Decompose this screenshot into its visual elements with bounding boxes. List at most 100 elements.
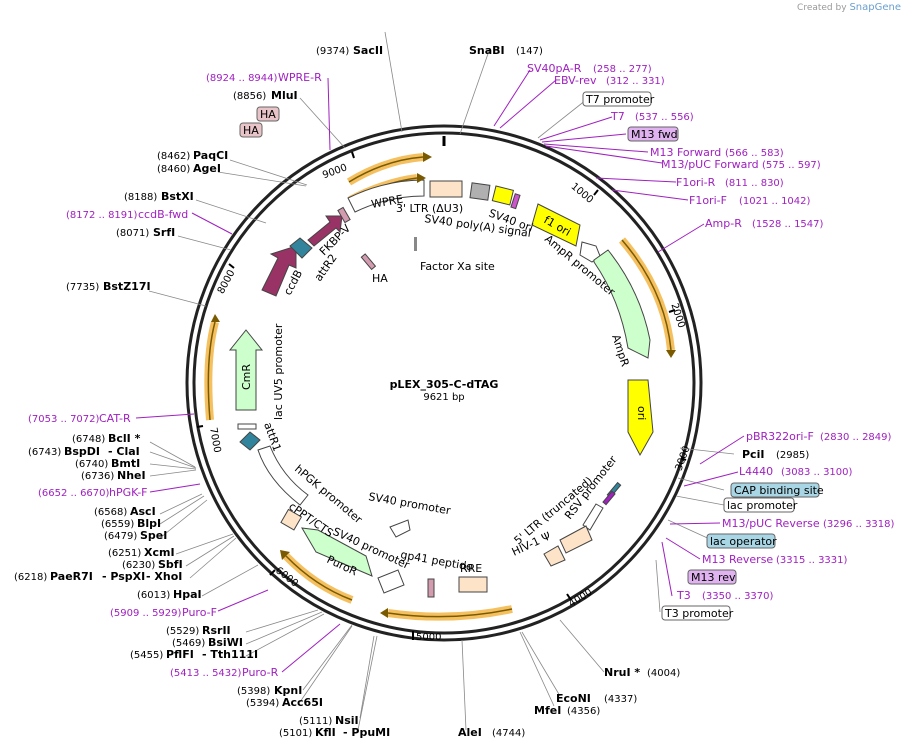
primer-m13puc-forward[interactable]: M13/pUC Forward: [661, 158, 759, 171]
box-lac-promoter[interactable]: lac promoter: [727, 499, 798, 512]
site-bstxi[interactable]: BstXI: [161, 190, 194, 203]
site-econi[interactable]: EcoNI: [556, 692, 591, 705]
primer-puro-f[interactable]: Puro-F: [182, 606, 217, 619]
f1ori-feature[interactable]: [531, 203, 581, 247]
site-bmti[interactable]: BmtI: [111, 457, 140, 470]
site-tth111i[interactable]: - Tth111I: [202, 648, 258, 661]
primer-m13-reverse[interactable]: M13 Reverse: [702, 553, 773, 566]
primer-ccdb-fwd[interactable]: ccdB-fwd: [138, 208, 188, 221]
rre-feature[interactable]: [458, 576, 488, 593]
site-mfei[interactable]: MfeI: [534, 704, 561, 717]
label-sv40-promoter-1: SV40 promoter: [367, 490, 452, 517]
site-nhei[interactable]: NheI: [117, 469, 146, 482]
site-kpni[interactable]: KpnI: [274, 684, 302, 697]
site-blpi[interactable]: BlpI: [137, 517, 161, 530]
site-paer7i[interactable]: PaeR7I: [50, 570, 93, 583]
primer-pbr322ori-f[interactable]: pBR322ori-F: [746, 430, 814, 443]
primer-m13-forward[interactable]: M13 Forward: [650, 146, 721, 159]
site-ppumi[interactable]: - PpuMI: [343, 726, 390, 739]
site-pos: (5101): [279, 728, 312, 739]
ltr3-feature[interactable]: [429, 180, 463, 198]
ltr5-feature[interactable]: [559, 525, 593, 554]
hiv-psi-feature[interactable]: [543, 545, 566, 567]
site-bspdi[interactable]: BspDI: [64, 445, 100, 458]
box-ha-1[interactable]: HA: [260, 108, 276, 121]
site-rsrii[interactable]: RsrII: [202, 624, 231, 637]
box-m13-fwd[interactable]: M13 fwd: [631, 128, 678, 141]
attr1-feature[interactable]: [239, 431, 261, 451]
site-acc65i[interactable]: Acc65I: [282, 696, 323, 709]
site-nsii[interactable]: NsiI: [335, 714, 359, 727]
puror-feature[interactable]: [301, 527, 373, 577]
site-pflfi[interactable]: PflFI: [166, 648, 194, 661]
site-alei[interactable]: AleI: [458, 726, 482, 739]
sv40-promoter-feature[interactable]: [389, 519, 411, 538]
site-sacii[interactable]: SacII: [353, 44, 383, 57]
orf-arrowhead-4: [380, 608, 388, 618]
primer-sv40pa-r[interactable]: SV40pA-R: [527, 62, 582, 75]
gp41-feature[interactable]: [427, 578, 435, 598]
hpgk-promoter-feature[interactable]: [257, 445, 309, 506]
wpre-feature[interactable]: [347, 179, 425, 213]
box-t7-promoter[interactable]: T7 promoter: [585, 93, 655, 106]
site-pos: (9374): [316, 46, 349, 57]
box-lac-operator[interactable]: lac operator: [710, 535, 777, 548]
primer-hpgk-f[interactable]: hPGK-F: [109, 486, 147, 499]
site-mlui[interactable]: MluI: [271, 89, 298, 102]
site-pcii[interactable]: PciI: [742, 448, 764, 461]
primer-m13puc-reverse[interactable]: M13/pUC Reverse: [722, 517, 820, 530]
site-agei[interactable]: AgeI: [193, 162, 221, 175]
primer-wpre-r[interactable]: WPRE-R: [278, 71, 322, 84]
sv40-polya-feature[interactable]: [469, 182, 491, 201]
orf-arrowhead-6: [211, 314, 220, 322]
site-bsiwi[interactable]: BsiWI: [208, 636, 243, 649]
fkbp-feature[interactable]: [307, 215, 343, 247]
primer-lines: [135, 69, 745, 673]
primer-f1ori-f[interactable]: F1ori-F: [689, 194, 727, 207]
primer-cat-r[interactable]: CAT-R: [99, 412, 131, 425]
site-pos: (6230): [122, 560, 155, 571]
ampr-feature[interactable]: [593, 249, 651, 359]
rsv-promoter-feature[interactable]: [582, 503, 604, 531]
primer-pos: (566 .. 583): [725, 148, 784, 159]
site-hpai[interactable]: HpaI: [173, 588, 202, 601]
box-t3-promoter[interactable]: T3 promoter: [664, 607, 734, 620]
sv40-ori-feature[interactable]: [491, 185, 515, 206]
cppt-feature[interactable]: [280, 508, 303, 531]
ori-feature[interactable]: [627, 379, 654, 457]
label-ori: ori: [635, 406, 648, 420]
site-xhoi[interactable]: - XhoI: [146, 570, 182, 583]
cmr-feature[interactable]: [228, 329, 264, 411]
site-bstz17i[interactable]: BstZ17I: [103, 280, 151, 293]
ccdb-feature[interactable]: [261, 245, 297, 297]
backbone-inner: [192, 131, 696, 635]
site-xcmi[interactable]: XcmI: [144, 546, 175, 559]
primer-pos: (3296 .. 3318): [823, 519, 895, 530]
box-ha-2[interactable]: HA: [243, 124, 259, 137]
primer-pos: (3083 .. 3100): [781, 467, 853, 478]
primer-f1ori-r[interactable]: F1ori-R: [676, 176, 716, 189]
site-srfi[interactable]: SrfI: [153, 226, 175, 239]
primer-t7[interactable]: T7: [610, 110, 625, 123]
primer-amp-r[interactable]: Amp-R: [705, 217, 742, 230]
attr2-feature[interactable]: [289, 237, 313, 259]
boxed-labels: T7 promoter M13 fwd HA HA CAP binding si…: [239, 91, 824, 621]
primer-puro-r[interactable]: Puro-R: [242, 666, 279, 679]
tick-1000: 1000: [569, 181, 596, 206]
site-spei[interactable]: SpeI: [140, 529, 167, 542]
sv40-promoter-2-feature[interactable]: [377, 569, 405, 594]
site-nrui[interactable]: NruI *: [604, 666, 640, 679]
site-asci[interactable]: AscI: [130, 505, 156, 518]
site-kfli[interactable]: KflI: [315, 726, 336, 739]
site-pspxi[interactable]: - PspXI: [102, 570, 145, 583]
primer-ebv-rev[interactable]: EBV-rev: [554, 74, 597, 87]
box-cap-binding-site[interactable]: CAP binding site: [734, 484, 824, 497]
primer-t3[interactable]: T3: [676, 589, 691, 602]
site-bcli[interactable]: BclI *: [108, 432, 141, 445]
box-m13-rev[interactable]: M13 rev: [691, 571, 736, 584]
primer-l4440[interactable]: L4440: [739, 465, 773, 478]
site-clai[interactable]: - ClaI: [108, 445, 140, 458]
site-paqci[interactable]: PaqCI: [193, 149, 228, 162]
site-sbfi[interactable]: SbfI: [158, 558, 183, 571]
site-snabi[interactable]: SnaBI: [469, 44, 505, 57]
